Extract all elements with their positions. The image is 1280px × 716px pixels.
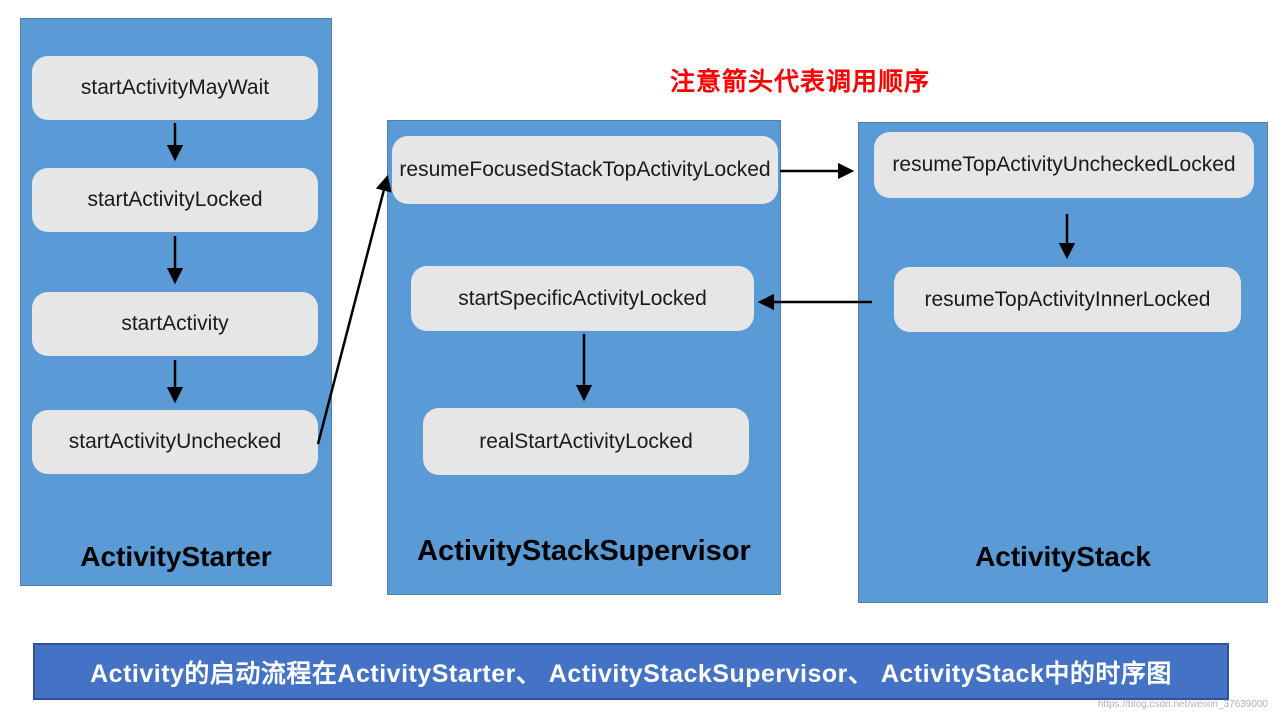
node-resume-focused-stack-top-activity-locked: resumeFocusedStackTopActivityLocked (392, 136, 778, 204)
node-start-specific-activity-locked: startSpecificActivityLocked (411, 266, 754, 331)
column-activity-stack: resumeTopActivityUncheckedLocked resumeT… (858, 122, 1268, 603)
node-start-activity-may-wait: startActivityMayWait (32, 56, 318, 120)
column-activity-starter: startActivityMayWait startActivityLocked… (20, 18, 332, 586)
note-text: 注意箭头代表调用顺序 (669, 68, 930, 96)
column-activity-stack-supervisor: resumeFocusedStackTopActivityLocked star… (387, 120, 781, 595)
column-title-activity-stack: ActivityStack (975, 541, 1151, 572)
node-start-activity: startActivity (32, 292, 318, 356)
node-start-activity-locked: startActivityLocked (32, 168, 318, 232)
column-title-activity-starter: ActivityStarter (80, 541, 272, 572)
node-resume-top-activity-inner-locked: resumeTopActivityInnerLocked (894, 267, 1241, 332)
watermark-url: https://blog.csdn.net/weixin_37639000 (1097, 699, 1268, 710)
node-real-start-activity-locked: realStartActivityLocked (423, 408, 749, 475)
column-title-activity-stack-supervisor: ActivityStackSupervisor (417, 535, 751, 567)
node-resume-top-activity-unchecked-locked: resumeTopActivityUncheckedLocked (874, 132, 1254, 198)
node-start-activity-unchecked: startActivityUnchecked (32, 410, 318, 474)
caption-banner: Activity的启动流程在ActivityStarter、 ActivityS… (33, 643, 1229, 700)
